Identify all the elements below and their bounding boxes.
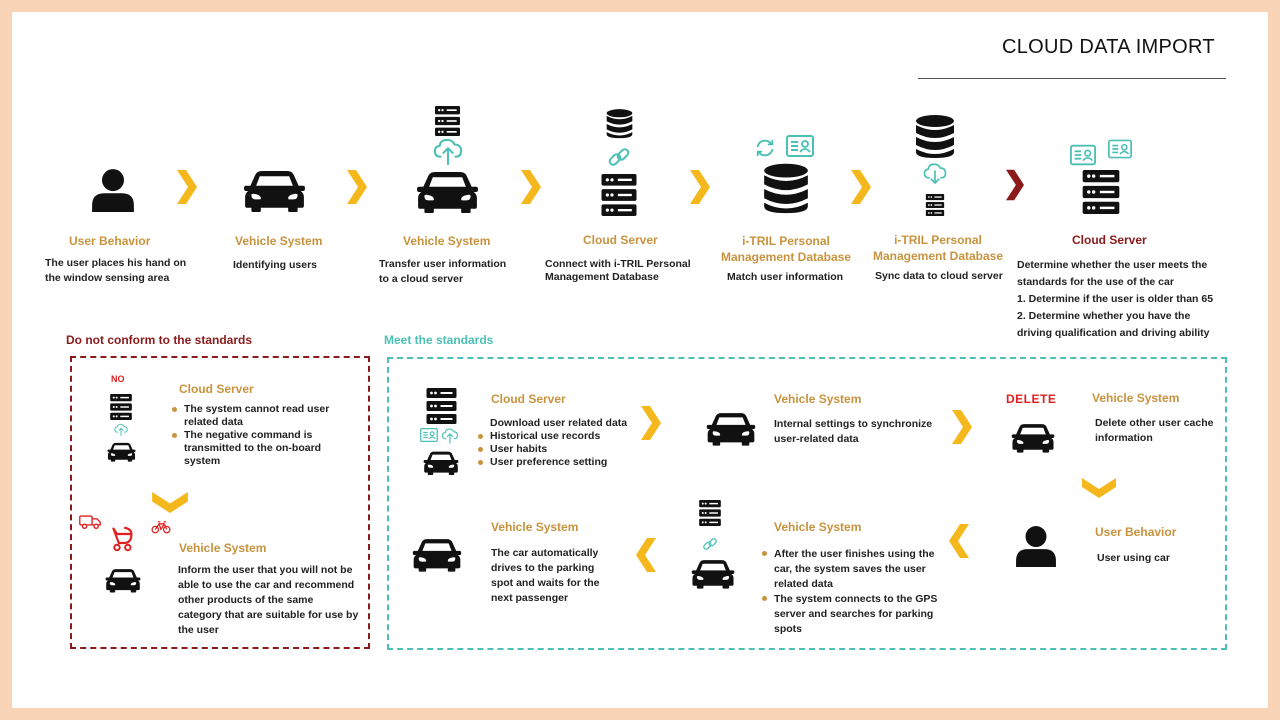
link-icon <box>607 145 631 169</box>
conform-vehicle3-label: Vehicle System <box>774 520 862 534</box>
cloud-download-icon <box>923 162 947 186</box>
cloud-upload-icon <box>114 423 128 437</box>
list-item: User habits <box>476 443 646 456</box>
flow-step-1-desc: The user places his hand on the window s… <box>45 257 187 284</box>
no-badge: NO <box>111 374 125 384</box>
not-conform-vehicle-desc: Inform the user that you will not be abl… <box>178 564 359 636</box>
flow-step-7-desc-line: 2. Determine whether you have the drivin… <box>1017 310 1210 339</box>
chevron-down-icon <box>152 492 188 513</box>
chevron-left-icon <box>949 524 969 558</box>
not-conform-cloud-list: The system cannot read user related data… <box>170 403 345 468</box>
not-conform-heading: Do not conform to the standards <box>66 333 252 347</box>
link-icon <box>702 536 718 552</box>
server-icon <box>600 174 638 216</box>
chevron-right-icon <box>851 170 871 204</box>
flow-step-5-label: i-TRIL Personal Management Database <box>720 234 852 264</box>
car-icon <box>691 558 735 590</box>
not-conform-cloud-label: Cloud Server <box>179 382 254 396</box>
flow-step-2-label: Vehicle System <box>235 234 323 248</box>
car-icon <box>105 567 141 594</box>
truck-icon <box>79 514 101 529</box>
flow-step-5-desc: Match user information <box>727 271 844 283</box>
id-card-icon <box>786 134 814 158</box>
conform-cloud-lead: Download user related data <box>490 417 628 429</box>
conform-cloud-list: Historical use records User habits User … <box>476 430 646 469</box>
database-icon <box>915 114 955 160</box>
chevron-down-icon <box>1081 478 1117 498</box>
database-icon <box>606 108 633 140</box>
flow-step-3-desc: Transfer user information to a cloud ser… <box>379 258 507 285</box>
conform-user-label: User Behavior <box>1095 525 1177 539</box>
car-icon <box>706 411 756 447</box>
conform-vehicle2-desc: Delete other user cache information <box>1095 417 1214 444</box>
list-item: Historical use records <box>476 430 646 443</box>
list-item: After the user finishes using the car, t… <box>760 547 940 592</box>
car-icon <box>1011 422 1055 454</box>
conform-heading: Meet the standards <box>384 333 494 347</box>
car-icon <box>423 450 459 476</box>
server-icon <box>425 388 458 424</box>
flow-step-7-desc-line: Determine whether the user meets the sta… <box>1017 259 1208 288</box>
id-card-icon <box>1070 144 1096 166</box>
conform-user-desc: User using car <box>1097 552 1170 564</box>
server-icon <box>698 500 722 526</box>
flow-step-3-label: Vehicle System <box>403 234 491 248</box>
id-card-icon <box>420 428 438 442</box>
conform-cloud-label: Cloud Server <box>491 392 566 406</box>
cloud-upload-icon <box>432 138 464 166</box>
cloud-upload-icon <box>441 428 459 444</box>
page-card <box>12 12 1268 708</box>
list-item: The system cannot read user related data <box>170 403 345 429</box>
flow-step-7-label: Cloud Server <box>1072 233 1147 247</box>
conform-vehicle4-desc: The car automatically drives to the park… <box>491 547 600 604</box>
chevron-right-icon <box>690 170 710 204</box>
conform-vehicle3-list: After the user finishes using the car, t… <box>760 547 940 637</box>
car-icon <box>416 168 479 216</box>
chevron-right-icon <box>641 406 661 440</box>
conform-box <box>387 357 1227 650</box>
chevron-right-icon <box>177 170 197 204</box>
car-icon <box>412 537 462 573</box>
car-icon <box>107 441 136 463</box>
id-card-icon <box>1108 139 1132 159</box>
flow-step-7-desc: Determine whether the user meets the sta… <box>1017 257 1222 342</box>
chevron-right-icon <box>1006 168 1024 202</box>
server-icon <box>1080 170 1122 214</box>
user-icon <box>91 166 135 214</box>
flow-step-4-desc: Connect with i-TRIL Personal Management … <box>545 258 691 283</box>
chevron-right-icon <box>521 170 541 204</box>
car-icon <box>243 168 306 214</box>
database-icon <box>763 163 809 215</box>
user-icon <box>1015 522 1057 570</box>
page-title: CLOUD DATA IMPORT <box>1002 36 1215 58</box>
bicycle-icon <box>151 520 171 534</box>
sync-icon <box>754 137 776 159</box>
conform-vehicle1-desc: Internal settings to synchronize user-re… <box>774 418 933 445</box>
conform-vehicle1-label: Vehicle System <box>774 392 862 406</box>
server-icon <box>433 106 462 136</box>
chevron-right-icon <box>952 410 972 444</box>
stroller-icon <box>108 525 135 552</box>
flow-step-7-desc-line: 1. Determine if the user is older than 6… <box>1017 293 1214 305</box>
list-item: The negative command is transmitted to t… <box>170 429 345 468</box>
flow-step-2-desc: Identifying users <box>233 259 318 271</box>
flow-step-6-label: i-TRIL Personal Management Database <box>872 233 1004 263</box>
chevron-right-icon <box>347 170 367 204</box>
list-item: The system connects to the GPS server an… <box>760 592 940 637</box>
server-icon <box>924 194 946 216</box>
flow-step-1-label: User Behavior <box>69 234 151 248</box>
not-conform-box <box>70 356 370 649</box>
flow-step-6-desc: Sync data to cloud server <box>875 270 1003 282</box>
server-icon <box>109 394 133 420</box>
list-item: User preference setting <box>476 456 646 469</box>
delete-badge: DELETE <box>1006 392 1057 406</box>
chevron-left-icon <box>636 538 656 572</box>
title-rule <box>918 78 1226 79</box>
conform-vehicle4-label: Vehicle System <box>491 520 579 534</box>
conform-vehicle2-label: Vehicle System <box>1092 391 1180 405</box>
flow-step-4-label: Cloud Server <box>583 233 658 247</box>
not-conform-vehicle-label: Vehicle System <box>179 541 267 555</box>
